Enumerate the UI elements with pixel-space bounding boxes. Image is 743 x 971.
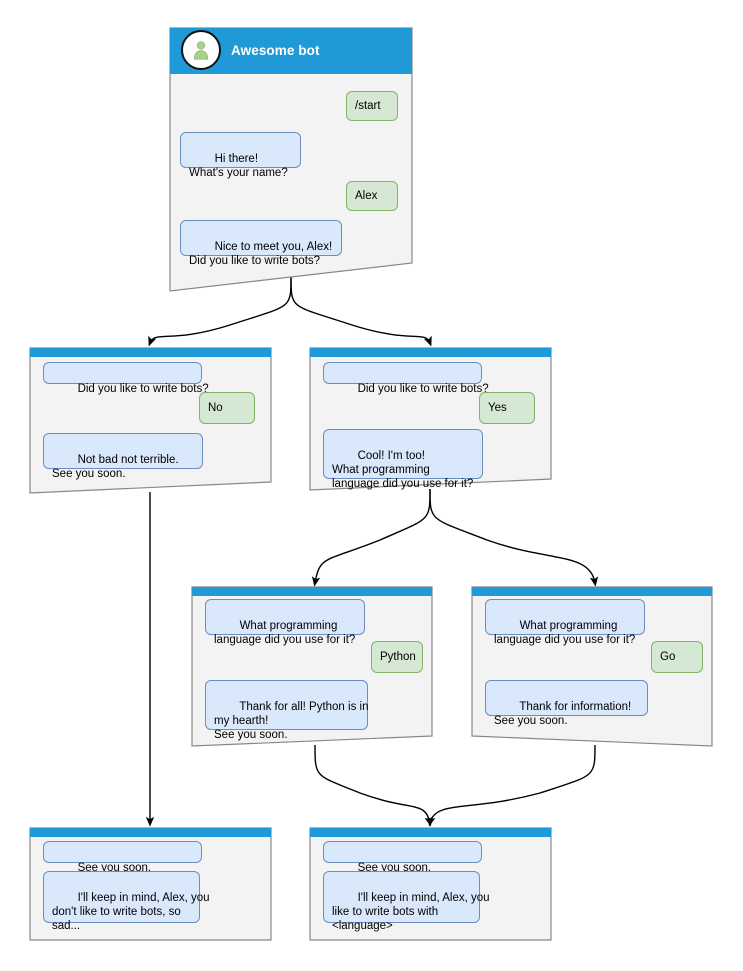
chat-bubble-bot[interactable]: Cool! I'm too! What programming language… (323, 429, 483, 490)
chat-bubble-bot[interactable]: Nice to meet you, Alex! Did you like to … (180, 220, 342, 267)
bubble-text: Did you like to write bots? (77, 383, 209, 395)
chat-node-end-sad[interactable]: See you soon. I'll keep in mind, Alex, y… (29, 827, 272, 941)
chat-bubble-bot[interactable]: Hi there! What's your name? (180, 132, 301, 179)
bubble-text: Go (660, 651, 676, 663)
bubble-text: No (208, 402, 223, 414)
bubble-text: I'll keep in mind, Alex, you like to wri… (332, 892, 490, 932)
bubble-text: What programming language did you use fo… (494, 620, 636, 646)
chat-bubble-bot[interactable]: See you soon. (323, 841, 482, 874)
chat-bubble-bot[interactable]: Did you like to write bots? (43, 362, 209, 395)
person-avatar-icon (181, 30, 221, 70)
chat-node-language-go[interactable]: What programming language did you use fo… (471, 586, 713, 748)
bubble-text: Yes (488, 402, 507, 414)
chat-bubble-user[interactable]: Alex (346, 181, 398, 211)
chat-bubble-user[interactable]: Python (371, 641, 423, 673)
chat-node-language-python[interactable]: What programming language did you use fo… (191, 586, 433, 748)
chat-bubble-bot[interactable]: Not bad not terrible. See you soon. (43, 433, 203, 480)
chat-bubble-user[interactable]: Go (651, 641, 703, 673)
bubble-text: Not bad not terrible. See you soon. (52, 454, 179, 480)
edge-go-to-end-happy (427, 744, 596, 827)
panel-title: Awesome bot (231, 42, 320, 58)
chat-bubble-bot[interactable]: What programming language did you use fo… (485, 599, 645, 646)
bubble-text: I'll keep in mind, Alex, you don't like … (52, 892, 210, 932)
edge-python-to-end-happy (314, 744, 433, 827)
chat-node-answer-no[interactable]: Did you like to write bots? No Not bad n… (29, 347, 272, 495)
bubble-text: Hi there! What's your name? (189, 153, 288, 179)
bubble-text: Thank for all! Python is in my hearth! S… (214, 701, 369, 741)
chat-bubble-user[interactable]: /start (346, 91, 398, 121)
chat-bubble-user[interactable]: Yes (479, 392, 535, 424)
chat-bubble-bot[interactable]: See you soon. (43, 841, 202, 874)
chat-bubble-bot[interactable]: Did you like to write bots? (323, 362, 489, 395)
chat-bubble-user[interactable]: No (199, 392, 255, 424)
bubble-text: Cool! I'm too! What programming language… (332, 450, 474, 490)
chat-bubble-bot[interactable]: What programming language did you use fo… (205, 599, 365, 646)
bubble-text: Nice to meet you, Alex! Did you like to … (189, 241, 333, 267)
bubble-text: Thank for information! See you soon. (494, 701, 632, 727)
panel-header-start: Awesome bot (169, 27, 413, 73)
bubble-text: Did you like to write bots? (357, 383, 489, 395)
chat-bubble-bot[interactable]: Thank for all! Python is in my hearth! S… (205, 680, 368, 741)
bubble-text: Alex (355, 190, 378, 202)
bubble-text: /start (355, 100, 381, 112)
chat-bubble-bot[interactable]: Thank for information! See you soon. (485, 680, 648, 727)
chat-node-end-happy[interactable]: See you soon. I'll keep in mind, Alex, y… (309, 827, 552, 941)
chat-bubble-bot[interactable]: I'll keep in mind, Alex, you like to wri… (323, 871, 490, 932)
chat-bubble-bot[interactable]: I'll keep in mind, Alex, you don't like … (43, 871, 210, 932)
bubble-text: Python (380, 651, 416, 663)
chat-node-start[interactable]: Awesome bot /start Hi there! What's your… (169, 27, 413, 293)
bubble-text: What programming language did you use fo… (214, 620, 356, 646)
edge-yes-to-go (429, 488, 599, 587)
chat-node-answer-yes[interactable]: Did you like to write bots? Yes Cool! I'… (309, 347, 552, 492)
